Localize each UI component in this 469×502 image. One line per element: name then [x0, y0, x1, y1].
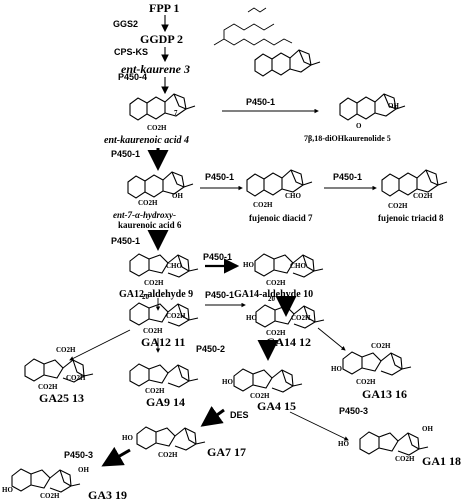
ga9-structure — [129, 363, 199, 388]
ga7-ho: HO — [122, 434, 133, 442]
ga7-co2h: CO2H — [158, 451, 178, 459]
ga1-oh: OH — [422, 425, 433, 433]
compound-ga14: GA14 12 — [266, 335, 311, 349]
ga7-structure — [136, 426, 206, 451]
ga14-n20: 20 — [268, 295, 276, 303]
arrow-ga4-ga7 — [200, 405, 225, 427]
ga25-co2h-a: CO2H — [38, 383, 58, 391]
arrow-ga7-ga3 — [101, 446, 131, 467]
enzyme-p450-4: P450-4 — [118, 72, 147, 82]
enzyme-des: DES — [230, 410, 249, 420]
enzyme-p450-1-g: P450-1 — [205, 290, 234, 300]
enzyme-p450-2: P450-2 — [196, 344, 225, 354]
ga1-structure — [359, 431, 429, 456]
ggdp-structure — [213, 7, 293, 46]
ga3-oh: OH — [78, 466, 89, 474]
ga12-co2h-top: CO2H — [166, 312, 186, 320]
compound-ga12: GA12 11 — [141, 335, 185, 349]
diacid-co2h: CO2H — [253, 201, 273, 209]
ga14-co2h-top: CO2H — [291, 314, 311, 322]
hydroxy-co2h: CO2H — [138, 199, 158, 207]
hydroxy-oh: OH — [172, 192, 183, 200]
ga14ald-co2h: CO2H — [266, 279, 286, 287]
compound-ga7: GA7 17 — [207, 445, 246, 459]
ga13-ho: HO — [331, 365, 342, 373]
ga14-structure — [255, 304, 325, 329]
ga3-ho: HO — [2, 486, 13, 494]
compound-kaurene: ent-kaurene 3 — [121, 62, 190, 76]
arrow-ga12-ga25 — [69, 329, 131, 361]
diacid-cho: CHO — [285, 192, 302, 200]
ga12ald-structure — [129, 253, 199, 278]
ga25-co2h-top: CO2H — [56, 346, 76, 354]
enzyme-p450-3-a: P450-3 — [339, 406, 368, 416]
kaurenoic-co2h: CO2H — [147, 124, 167, 132]
enzyme-p450-1-f: P450-1 — [203, 252, 232, 262]
ga9-co2h: CO2H — [145, 387, 165, 395]
compound-ga14ald: GA14-aldehyde 10 — [234, 289, 313, 300]
compound-ga12ald: GA12-aldehyde 9 — [119, 289, 193, 300]
enzyme-p450-1-e: P450-1 — [111, 236, 140, 246]
ga14ald-cho: CHO — [290, 262, 307, 270]
arrow-ga12-ga13 — [317, 327, 346, 351]
enzyme-p450-1-b: P450-1 — [111, 149, 140, 159]
compound-kaurenoic: ent-kaurenoic acid 4 — [104, 135, 189, 146]
ga12-co2h: CO2H — [143, 327, 163, 335]
compound-ga1: GA1 18 — [422, 454, 461, 468]
ga4-ho: HO — [222, 378, 233, 386]
ga1-ho: HO — [338, 440, 349, 448]
triacid-co2h-a: CO2H — [413, 192, 433, 200]
compound-triacid: fujenoic triacid 8 — [378, 213, 444, 223]
compound-hydroxy-l1: ent-7-α-hydroxy- — [113, 210, 176, 220]
kaurenoic-structure — [129, 93, 196, 121]
diacid-structure — [246, 169, 313, 197]
compound-ga3: GA3 19 — [88, 488, 127, 502]
ga13-co2h-top: CO2H — [371, 342, 391, 350]
enzyme-cps-ks: CPS-KS — [114, 47, 148, 57]
compound-ggdp: GGDP 2 — [140, 32, 183, 46]
compound-diacid: fujenoic diacid 7 — [249, 213, 313, 223]
ga12-structure — [129, 302, 199, 327]
ga3-co2h: CO2H — [40, 492, 60, 500]
enzyme-p450-3-b: P450-3 — [64, 450, 93, 460]
compound-diol: 7β,18-diOHkaurenolide 5 — [304, 134, 391, 143]
ga12-n20: 20 — [142, 293, 150, 301]
kaurene-structure — [254, 49, 321, 77]
enzyme-p450-1-d: P450-1 — [333, 172, 362, 182]
compound-fpp: FPP 1 — [149, 1, 179, 15]
compound-ga25: GA25 13 — [39, 391, 84, 405]
ga12ald-co2h: CO2H — [144, 279, 164, 287]
triacid-co2h-b: CO2H — [388, 202, 408, 210]
ga13-structure — [342, 351, 412, 376]
compound-ga13: GA13 16 — [362, 387, 407, 401]
enzyme-p450-1-a: P450-1 — [246, 97, 275, 107]
enzyme-p450-1-c: P450-1 — [205, 172, 234, 182]
kaurenoic-n7: 7 — [174, 109, 178, 117]
ga12ald-cho: CHO — [166, 262, 183, 270]
compound-ga4: GA4 15 — [257, 399, 296, 413]
ga1-co2h: CO2H — [395, 455, 415, 463]
ga3-structure — [11, 468, 81, 493]
compound-hydroxy-l2: kaurenoic acid 6 — [118, 220, 182, 230]
ga4-co2h: CO2H — [250, 392, 270, 400]
ga14-ho: HO — [246, 314, 257, 322]
ga14ald-structure — [254, 253, 324, 278]
hydroxy-structure — [127, 171, 194, 199]
diol-o: O — [356, 122, 362, 130]
ga4-structure — [233, 368, 303, 393]
arrow-ga4-ga1 — [289, 411, 349, 441]
enzyme-ggs2: GGS2 — [113, 19, 138, 29]
ga14-co2h: CO2H — [266, 329, 286, 337]
compound-ga9: GA9 14 — [146, 395, 185, 409]
ga14ald-ho: HO — [243, 261, 254, 269]
ga13-co2h: CO2H — [356, 378, 376, 386]
ga25-co2h-b: CO2H — [66, 374, 86, 382]
diol-oh: OH — [388, 102, 399, 110]
